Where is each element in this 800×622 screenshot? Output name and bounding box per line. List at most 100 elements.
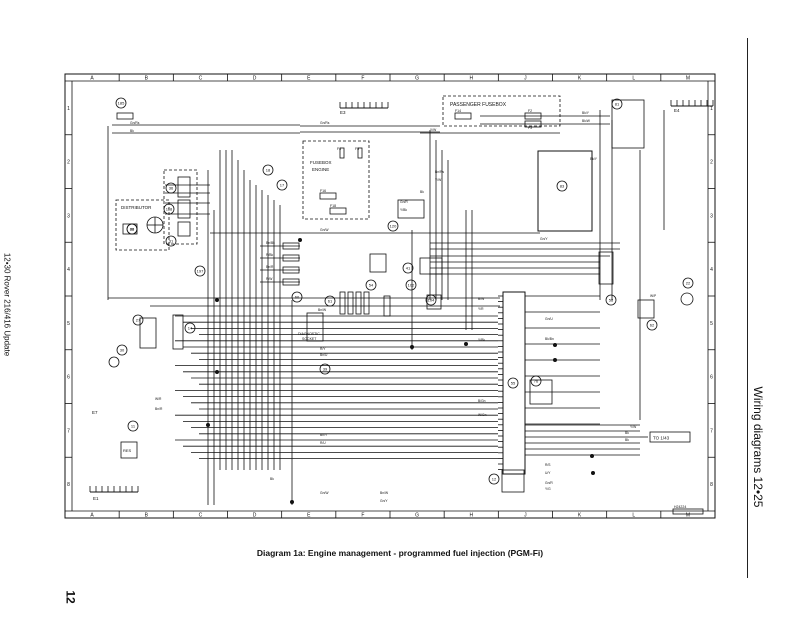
component-bubble (165, 182, 177, 194)
grid-column-label-top: C (199, 76, 203, 82)
wire-code-label: R/Bk (266, 253, 273, 257)
distributor-label: DISTRIBUTOR (121, 205, 152, 210)
component-bubble (132, 314, 144, 326)
grid-column-label-bottom: H (469, 513, 473, 519)
sensor-27 (139, 317, 157, 349)
wire-code-label: R/U (320, 441, 326, 445)
wire-code-label: Y/W (430, 128, 437, 132)
wire-code-label: R/S (545, 463, 551, 467)
component-bubble (405, 279, 417, 291)
wire-code-label: R/Y (320, 347, 326, 351)
relay-box (369, 253, 387, 273)
diagnostic-socket-label: DIAGNOSTIC (298, 332, 320, 336)
passenger-fusebox-label: PASSENGER FUSEBOX (450, 102, 507, 108)
component-number: 197 (197, 269, 204, 274)
grid-column-label-top: K (578, 76, 582, 82)
component-number: 83 (560, 184, 565, 189)
component-bubble (605, 294, 617, 306)
right-margin-label: Wiring diagrams 12•25 (750, 350, 770, 550)
component-number: 22 (686, 281, 691, 286)
wire-code-label: Bk/Y (590, 157, 598, 161)
component-number: 120 (390, 224, 397, 229)
junction-dot (463, 341, 468, 346)
junction-dot (214, 297, 219, 302)
component-number: 88 (130, 227, 135, 232)
wire-code-label: Y/R (478, 307, 484, 311)
wire-code-label: Bk/Bn (545, 337, 554, 341)
diagnostic-socket (306, 312, 324, 342)
component-bubble (184, 322, 196, 334)
junction-dot (214, 369, 219, 374)
drawing-ref: H24224 (674, 505, 686, 509)
wire-code-label: Bk/W (582, 119, 591, 123)
wire-code-label: Gn/W (320, 491, 329, 495)
component-number: 55 (511, 381, 516, 386)
fuse-f16 (319, 192, 337, 200)
component-number: 11 (131, 424, 136, 429)
component-number: 14 (188, 326, 193, 331)
sensor-62-box (637, 299, 655, 319)
wire-code-label: Bn/R (266, 265, 274, 269)
grid-column-label-bottom: M (686, 513, 690, 519)
grid-column-label-bottom: J (524, 513, 527, 519)
grid-row-label-left: 2 (67, 160, 70, 166)
component-number: 18 (266, 168, 271, 173)
component-number: 104 (428, 298, 435, 303)
component-number: 41 (406, 266, 411, 271)
component-number: 58 (609, 298, 614, 303)
grid-row-label-right: 2 (710, 160, 713, 166)
injector (355, 291, 362, 315)
wire-code-label: Bk (625, 431, 629, 435)
engine-fusebox-box (302, 140, 370, 220)
wire-code-label: Y/W (435, 178, 442, 182)
grid-row-label-left: 4 (67, 267, 70, 273)
relay-102 (419, 257, 443, 275)
component-number: 36 (169, 186, 174, 191)
wire-code-label: Gn/W (320, 228, 329, 232)
wire-code-label: Bk (130, 129, 134, 133)
wire-code-label: Gn/R (400, 200, 408, 204)
left-margin-label: 12•30 Rover 216/416 Update (0, 230, 14, 390)
wire-code-label: W/R (155, 397, 162, 401)
res-box (120, 441, 138, 459)
component-bubble (425, 294, 437, 306)
earth-e7-label: E7 (92, 410, 98, 415)
grid-column-label-bottom: C (199, 513, 203, 519)
component-number: 60 (295, 295, 300, 300)
component-number: 12 (492, 477, 497, 482)
grid-row-label-right: 3 (710, 213, 713, 219)
component-bubble (324, 295, 336, 307)
grid-column-label-top: A (90, 76, 94, 82)
injector-resistor (282, 242, 300, 250)
component-bubble (115, 97, 127, 109)
grid-column-label-bottom: F (361, 513, 364, 519)
grid-column-label-bottom: G (415, 513, 419, 519)
wire-code-label: Y/W (630, 425, 637, 429)
component-bubble (387, 220, 399, 232)
component-number: 81 (615, 102, 620, 107)
wire-code-label: R/W (266, 277, 273, 281)
coil (177, 176, 191, 198)
diagnostic-socket-label: SOCKET (302, 337, 317, 341)
wire-code-label: Y/G (545, 487, 551, 491)
component-bubble (319, 363, 331, 375)
right-margin-rule (747, 38, 748, 578)
sensor-30 (108, 356, 120, 368)
junction-dot (297, 237, 302, 242)
wire-code-label: Gn/Y (540, 237, 548, 241)
wire-code-label: Y/Bk (478, 338, 485, 342)
injector-resistor (282, 278, 300, 286)
coil (177, 199, 191, 219)
component-number: 17 (280, 183, 285, 188)
to-ref-box (649, 431, 691, 443)
resistor-185 (116, 112, 134, 120)
fuse-label: F14 (455, 109, 461, 113)
grid-column-label-top: L (632, 76, 635, 82)
wire-code-label: Gn/Rs (130, 121, 140, 125)
grid-row-label-right: 5 (710, 321, 713, 327)
grid-column-label-bottom: A (90, 513, 94, 519)
grid-column-label-top: F (361, 76, 364, 82)
grid-column-label-bottom: D (253, 513, 257, 519)
component-number: 38 (130, 227, 135, 232)
